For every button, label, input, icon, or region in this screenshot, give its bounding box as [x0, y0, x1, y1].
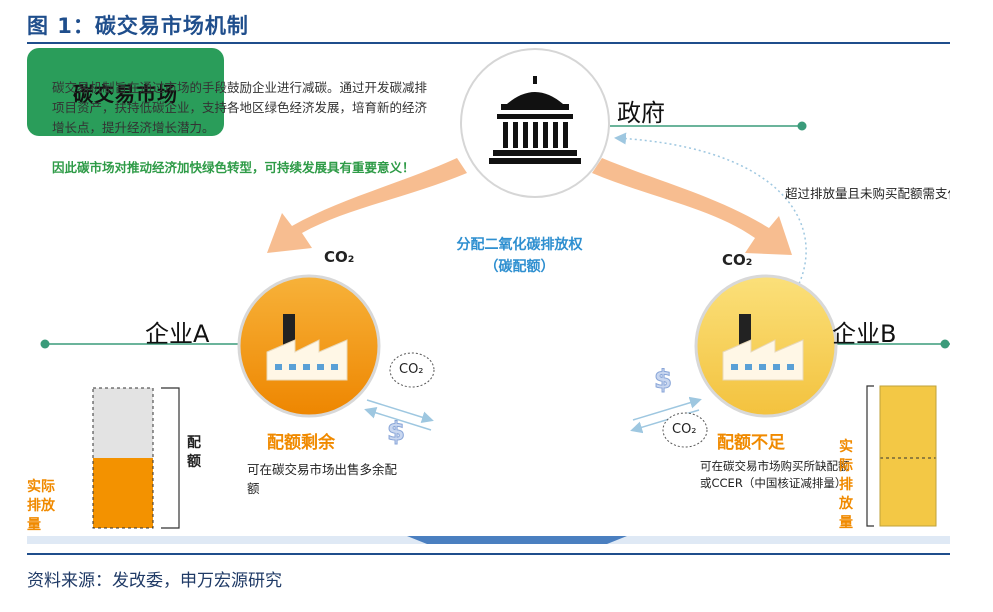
allocation-arrow-left [267, 158, 467, 253]
figure-title: 图 1：碳交易市场机制 [27, 14, 249, 38]
shortage-description: 可在碳交易市场购买所缺配额或CCER（中国核证减排量） [700, 459, 850, 490]
actual-emission-label-b: 实际排放量 [839, 439, 853, 531]
surplus-description: 可在碳交易市场出售多余配额 [247, 462, 398, 496]
diagram-graphics: $ $ [27, 48, 950, 544]
dollar-icon-b: $ [654, 365, 672, 395]
carbon-market-diagram: $ $ 碳交易机制旨在通过市场的手段鼓励企业进行减碳。通过开发碳减排项目资产，扶… [27, 48, 950, 544]
co2-label-left: CO₂ [324, 248, 355, 266]
factory-icon-b [722, 314, 804, 381]
intro-highlight-text: 因此碳市场对推动经济加快绿色转型，可持续发展具有重要意义！ [52, 160, 415, 175]
trade-arrow-a-in [366, 399, 434, 424]
title-rule [27, 42, 950, 44]
trade-arrow-b-in [632, 396, 702, 421]
factory-icon-a [266, 314, 348, 381]
intro-text: 碳交易机制旨在通过市场的手段鼓励企业进行减碳。通过开发碳减排项目资产，扶持低碳企… [52, 80, 428, 135]
trade-arrow-a-out [364, 406, 432, 431]
penalty-note: 超过排放量且未购买配额需支付罚金及行政处罚 [785, 186, 950, 201]
bar-b [866, 385, 937, 527]
allocation-label: 分配二氧化碳排放权 （碳配额） [427, 234, 612, 278]
co2-cloud-icon-a [389, 352, 435, 388]
carbon-market-box: 碳交易市场 [27, 48, 224, 136]
dollar-icon-a: $ [387, 417, 405, 447]
allocation-subtitle: （碳配额） [484, 259, 555, 275]
government-building-icon [489, 76, 581, 164]
connector-dot-gov [797, 121, 807, 131]
enterprise-a-label: 企业A [145, 320, 210, 348]
actual-emission-label-a: 实际排放量 [27, 479, 55, 533]
source-rule [27, 553, 950, 555]
penalty-arrow [614, 132, 807, 289]
shortage-label: 配额不足 [717, 433, 785, 453]
connector-dot-b [940, 339, 950, 349]
co2-cloud-label-a: CO₂ [399, 362, 424, 377]
surplus-label: 配额剩余 [267, 433, 335, 453]
government-node [460, 48, 610, 198]
co2-cloud-label-b: CO₂ [672, 422, 697, 437]
bar-a [92, 387, 180, 529]
enterprise-a-node [237, 274, 381, 418]
enterprise-b-label: 企业B [832, 320, 897, 348]
allocation-arrow-right [592, 158, 792, 255]
government-label: 政府 [617, 99, 665, 127]
allocation-title: 分配二氧化碳排放权 [456, 237, 583, 253]
quota-label: 配额 [187, 435, 201, 470]
co2-label-right: CO₂ [722, 251, 753, 269]
source-note: 资料来源：发改委，申万宏源研究 [27, 571, 282, 591]
co2-cloud-icon-b [662, 412, 708, 448]
bottom-strip-center [407, 536, 627, 544]
enterprise-b-node [694, 274, 838, 418]
connector-dot-a [40, 339, 50, 349]
